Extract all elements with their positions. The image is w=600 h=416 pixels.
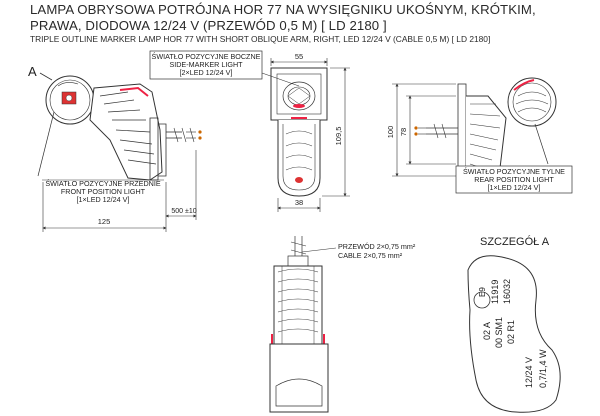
rear-view <box>392 77 557 177</box>
front-view <box>261 58 350 212</box>
dim-bottom-38: 38 <box>295 198 303 207</box>
mark-voltage: 12/24 V <box>524 357 534 388</box>
rear-light-label-pl: ŚWIATŁO POZYCYJNE TYLNE <box>463 167 565 176</box>
bottom-head <box>269 343 329 413</box>
rear-light-label-led: [1×LED 12/24 V] <box>488 183 541 192</box>
cable-label-pl: PRZEWÓD 2×0,75 mm² <box>338 242 416 251</box>
detail-a-markings: E9 11919 16032 02 A 00 SM1 02 R1 12/24 V… <box>473 279 548 388</box>
side-light-label: ŚWIATŁO POZYCYJNE BOCZNE SIDE-MARKER LIG… <box>152 52 261 77</box>
cable-label-en: CABLE 2×0,75 mm² <box>338 251 403 260</box>
mark-02-r1: 02 R1 <box>506 320 516 344</box>
front-light-label-led: [1×LED 12/24 V] <box>77 195 130 204</box>
drawing-title: LAMPA OBRYSOWA POTRÓJNA HOR 77 NA WYSIĘG… <box>30 2 536 33</box>
rear-arm <box>466 95 507 177</box>
side-light-label-led: [2×LED 12/24 V] <box>180 68 233 77</box>
dim-cable-500: 500 ±10 <box>171 208 196 215</box>
e-mark-circle <box>473 291 491 309</box>
front-light-label-en: FRONT POSITION LIGHT <box>61 187 146 196</box>
dim-height-109-5: 109,5 <box>334 127 343 146</box>
mark-00-sm1: 00 SM1 <box>494 317 504 348</box>
dim-top-55: 55 <box>295 52 303 61</box>
side-view: A <box>28 64 202 232</box>
rear-lamp-head <box>507 77 557 127</box>
bottom-arm <box>273 265 323 345</box>
rear-light-label: ŚWIATŁO POZYCYJNE TYLNE REAR POSITION LI… <box>463 167 565 192</box>
mark-11919: 11919 <box>490 280 500 304</box>
cable-label: PRZEWÓD 2×0,75 mm² CABLE 2×0,75 mm² <box>338 242 416 260</box>
dim-outer-100: 100 <box>386 126 395 139</box>
front-light-label-pl: ŚWIATŁO POZYCYJNE PRZEDNIE <box>45 179 160 188</box>
mark-power: 0,7/1,4 W <box>538 349 548 388</box>
dim-width-125: 125 <box>98 217 111 226</box>
oblique-arm <box>89 83 163 181</box>
drawing-subtitle: TRIPLE OUTLINE MARKER LAMP HOR 77 WITH S… <box>30 34 491 44</box>
mark-16032: 16032 <box>502 279 512 304</box>
detail-a-marker: A <box>28 64 37 79</box>
e-mark: E9 <box>478 287 487 297</box>
rear-light-label-en: REAR POSITION LIGHT <box>474 175 554 184</box>
side-light-label-pl: ŚWIATŁO POZYCYJNE BOCZNE <box>152 52 261 61</box>
bottom-view <box>269 236 337 413</box>
dim-inner-78: 78 <box>399 128 408 136</box>
arm-front-body <box>277 120 321 197</box>
detail-a-title: SZCZEGÓŁ A <box>480 235 550 248</box>
mark-02-a: 02 A <box>482 322 492 340</box>
lamp-top-square <box>270 67 328 121</box>
front-light-label: ŚWIATŁO POZYCYJNE PRZEDNIE FRONT POSITIO… <box>45 179 160 204</box>
side-light-label-en: SIDE-MARKER LIGHT <box>169 60 243 69</box>
detail-a-outline <box>467 255 561 413</box>
